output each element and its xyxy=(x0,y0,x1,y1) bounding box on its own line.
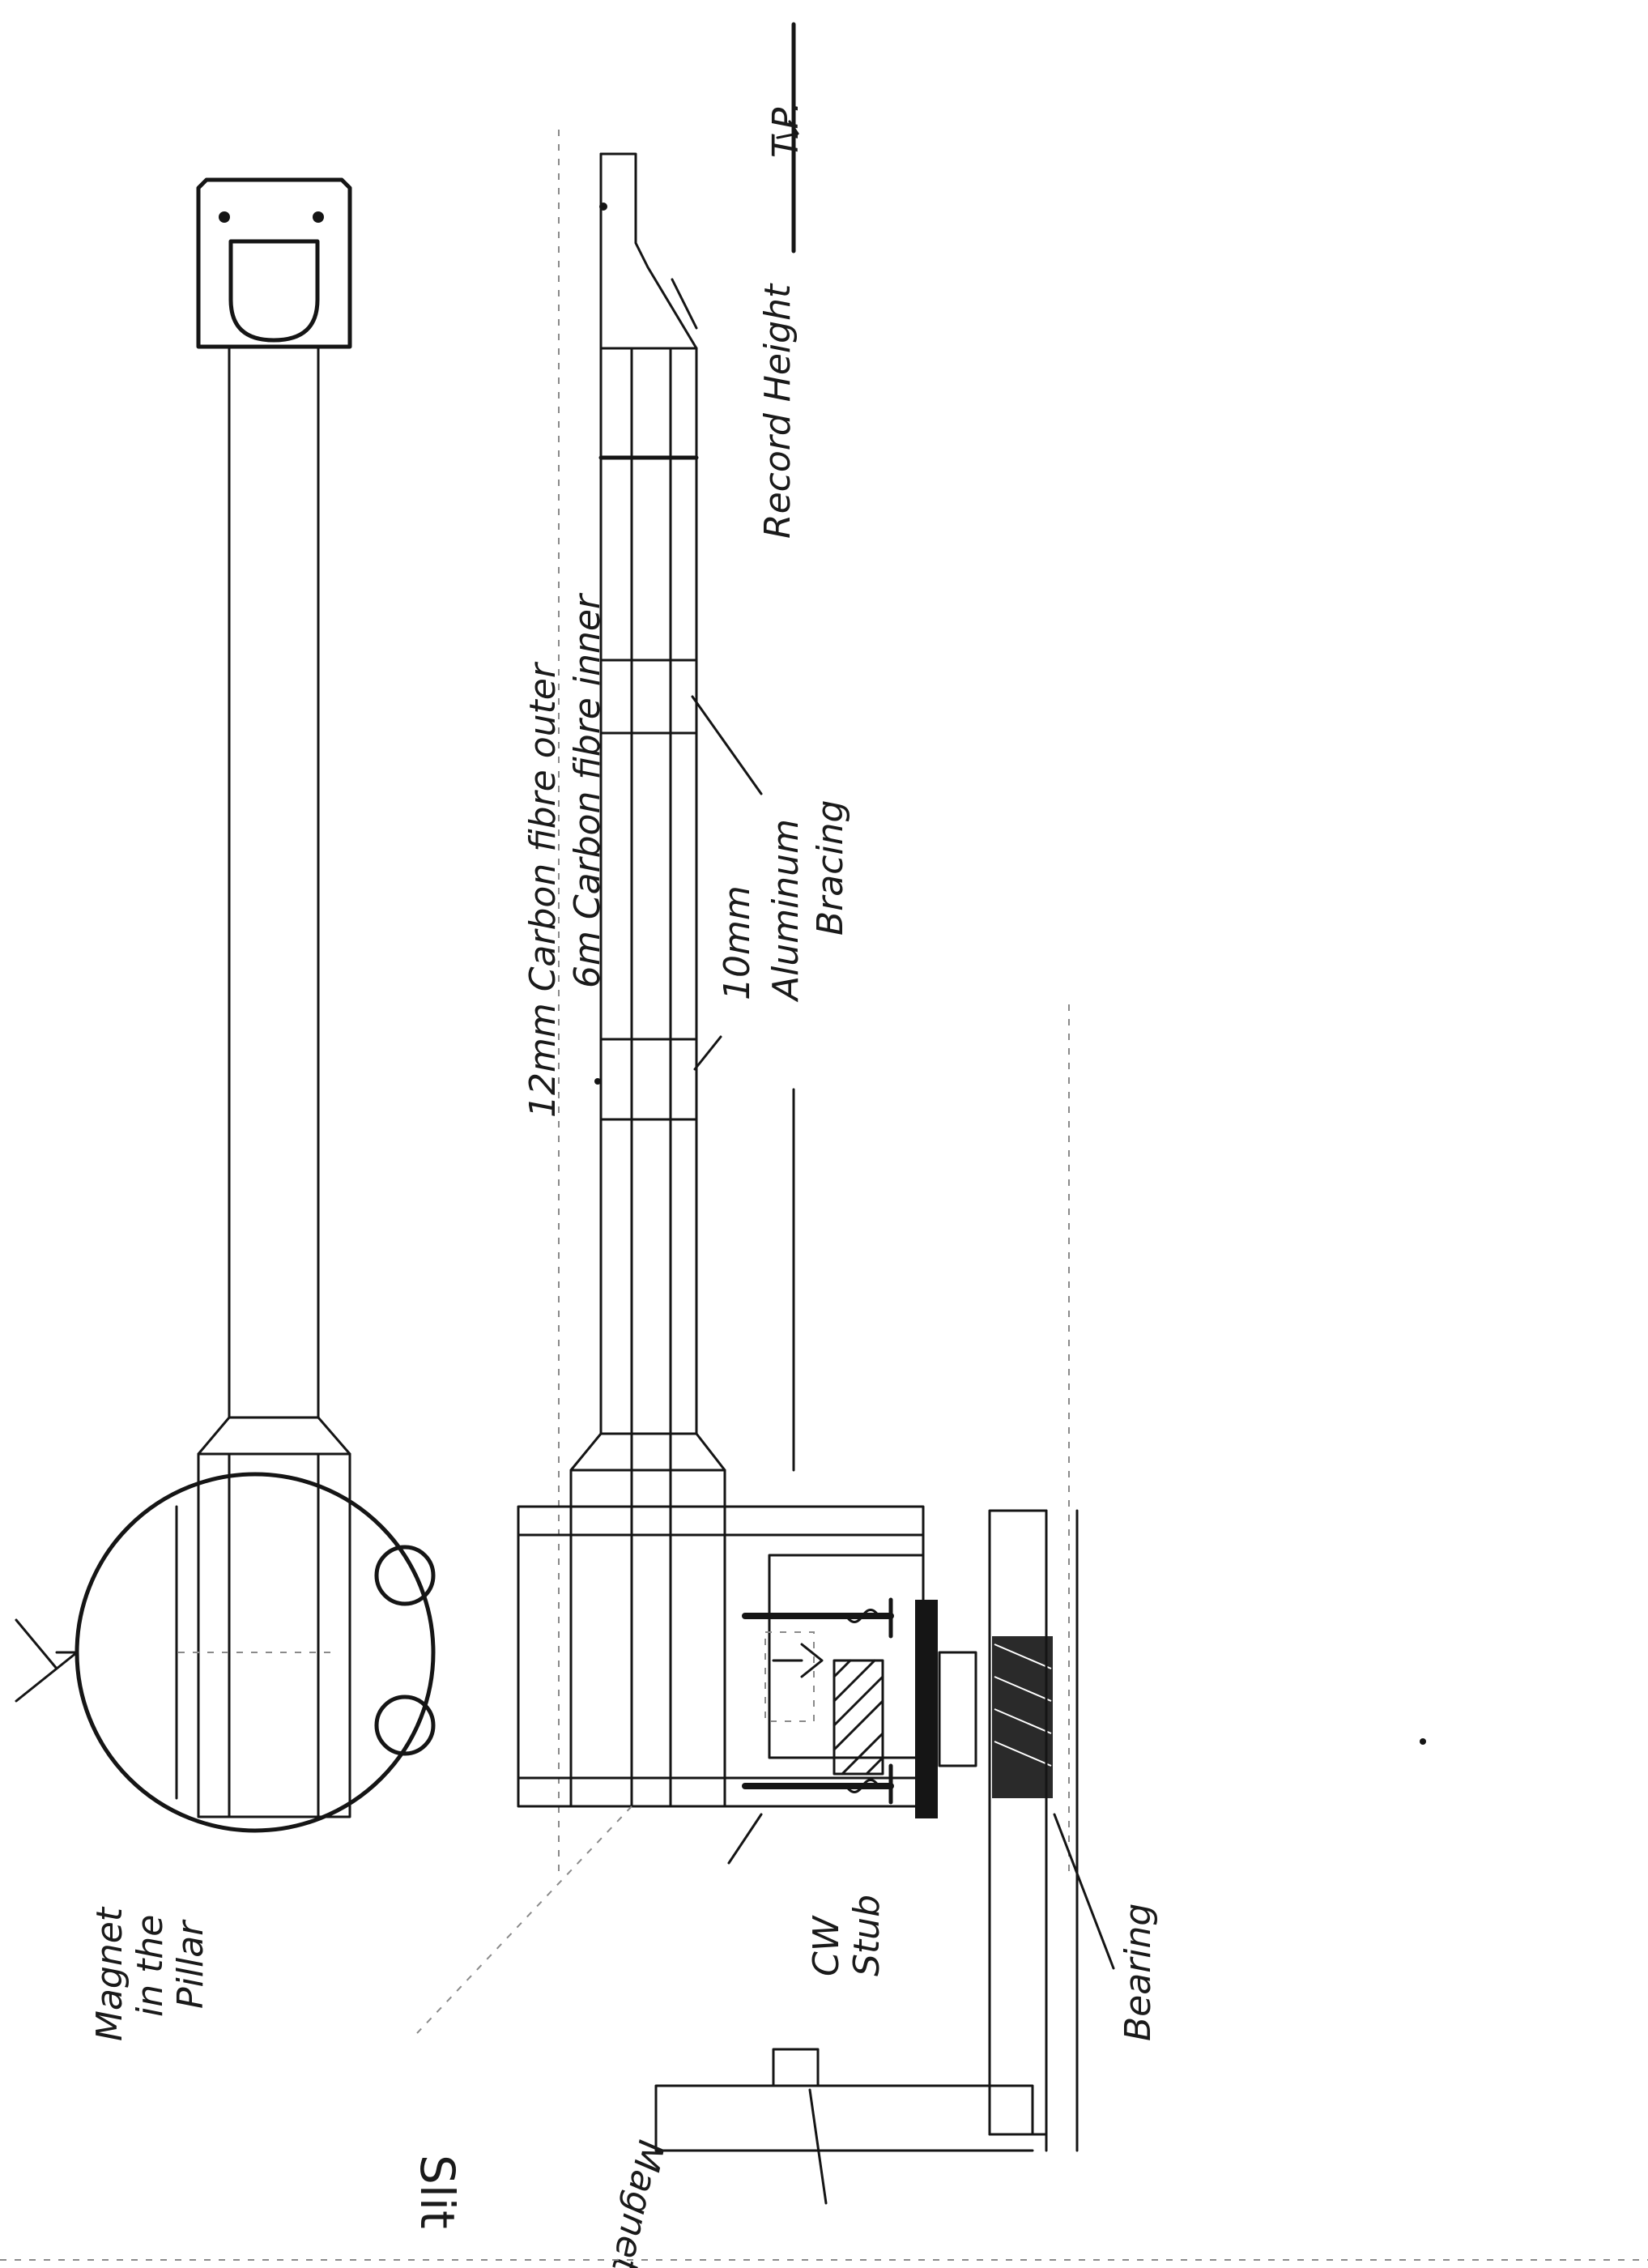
pillar-housing xyxy=(517,1505,925,1808)
svg-text:Magnet: Magnet xyxy=(89,1906,130,2041)
side-view xyxy=(517,130,1079,2152)
svg-text:Bracing: Bracing xyxy=(810,800,851,936)
headshell-screw-hole xyxy=(219,211,230,223)
svg-text:CW: CW xyxy=(806,1915,847,1976)
svg-text:10mm: 10mm xyxy=(717,885,758,1000)
svg-text:Slit: Slit xyxy=(410,2155,465,2229)
headshell xyxy=(196,177,352,349)
svg-text:6m Carbon fibre inner: 6m Carbon fibre inner xyxy=(567,592,608,988)
magnet-in-pillar-label: Magnet in the Pillar xyxy=(89,1906,211,2041)
svg-text:Bearing: Bearing xyxy=(1118,1904,1159,2041)
record-height-label: Record Height xyxy=(757,283,798,539)
tip-label: T.P. xyxy=(765,101,807,158)
slit-label: Slit xyxy=(410,2155,465,2229)
svg-text:T.P.: T.P. xyxy=(765,101,807,158)
magnet-block xyxy=(772,2048,820,2087)
pillar-hole xyxy=(374,1545,436,1606)
bearing-assembly xyxy=(742,1597,1053,1818)
record-height-guide xyxy=(776,22,799,1472)
bracing-label: 10mm Aluminum Bracing xyxy=(717,800,851,1003)
cw-stub-label: CW Stub xyxy=(806,1895,888,1976)
magnet-label: Magnet xyxy=(603,2137,672,2268)
pillar-magnet-marker xyxy=(15,1618,79,1703)
svg-text:12mm Carbon fibre outer: 12mm Carbon fibre outer xyxy=(522,661,564,1118)
bearing-label: Bearing xyxy=(1118,1904,1159,2041)
headshell-screw-hole xyxy=(313,211,324,223)
arm-tube-side xyxy=(569,152,726,1808)
svg-text:Stub: Stub xyxy=(846,1895,888,1976)
arm-tube-top xyxy=(197,345,351,1818)
svg-text:Pillar: Pillar xyxy=(170,1919,211,2009)
svg-text:Aluminum: Aluminum xyxy=(765,819,807,1003)
svg-text:Record Height: Record Height xyxy=(757,283,798,539)
top-view: Magnet in the Pillar xyxy=(15,177,436,2041)
leader-lines xyxy=(416,278,1115,2205)
base-frame xyxy=(654,1509,1079,2152)
pillar-hole xyxy=(374,1695,436,1756)
svg-text:Magnet: Magnet xyxy=(603,2137,672,2268)
cw-stub-marker xyxy=(727,1813,763,1865)
svg-text:in the: in the xyxy=(130,1915,171,2017)
carbon-tube-label: 12mm Carbon fibre outer 6m Carbon fibre … xyxy=(522,592,608,1118)
